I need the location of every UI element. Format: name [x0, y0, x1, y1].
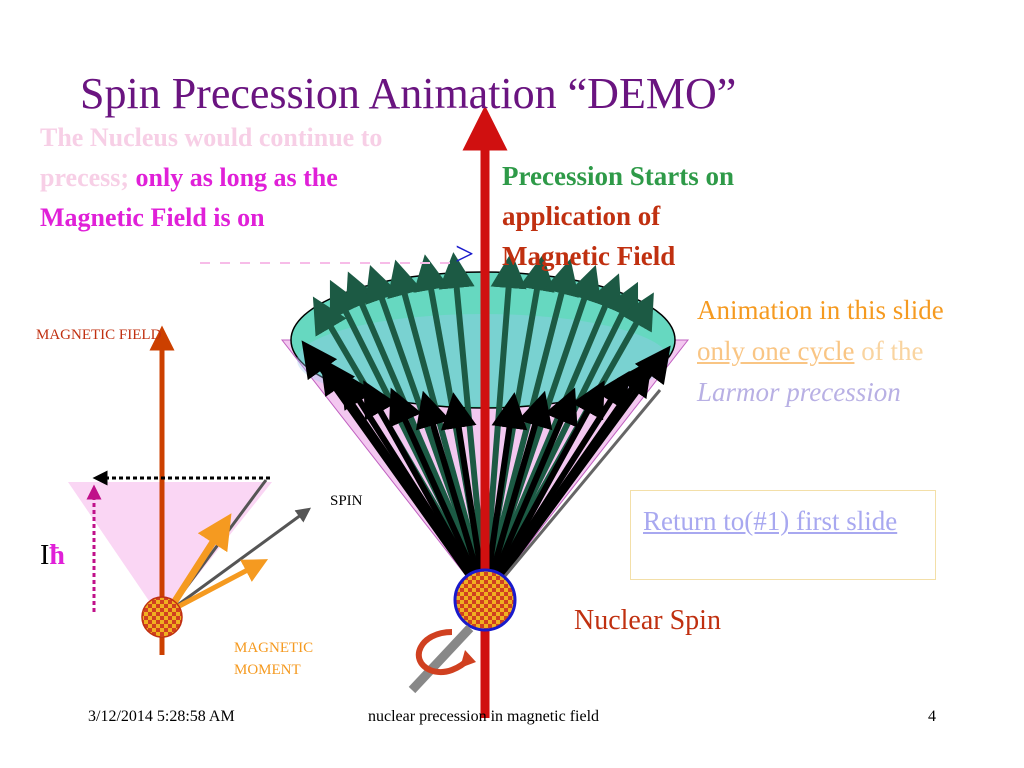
animation-note-a1: Animation in this slide	[697, 295, 944, 325]
slide-number: 4	[928, 708, 936, 725]
animation-note-a3: of the	[861, 336, 924, 366]
return-link-box: Return to(#1) first slide	[630, 490, 936, 580]
footer-title: nuclear precession in magnetic field	[368, 708, 600, 725]
magnetic-moment-label: MAGNETIC MOMENT	[234, 640, 314, 678]
rotation-arrow	[416, 629, 473, 676]
pointer-glyph: >	[455, 236, 475, 273]
precession-guide-line	[483, 389, 662, 601]
ih-label: Iħ	[40, 540, 65, 572]
lower-precession-arrows	[301, 340, 671, 600]
animation-note-a4: Larmor precession	[697, 377, 901, 407]
left-orange-arrow-2	[166, 559, 269, 615]
magnetic-field-label: MAGNETIC FIELD	[36, 327, 162, 343]
spin-axis-rod	[408, 624, 474, 694]
animation-note-link[interactable]: only one cycle	[697, 336, 855, 366]
precession-note-part2: application of Magnetic Field	[502, 201, 676, 271]
field-on-note: The Nucleus would continue to precess; o…	[40, 118, 420, 238]
field-on-note-strong: only as long as the Magnetic Field is on	[40, 163, 338, 232]
return-first-slide-link[interactable]: Return to(#1) first slide	[643, 506, 898, 536]
field-on-note-faint: The Nucleus would continue to precess;	[40, 123, 383, 192]
spin-label: SPIN	[330, 493, 363, 509]
left-orange-arrow-1	[165, 513, 232, 614]
nuclear-spin-label: Nuclear Spin	[574, 605, 721, 636]
nucleus-right	[453, 568, 517, 632]
animation-note: Animation in this slide only one cycle o…	[697, 290, 997, 413]
ih-hbar: ħ	[49, 540, 65, 571]
precession-start-note: Precession Starts on application of Magn…	[502, 156, 762, 276]
ih-i: I	[40, 540, 50, 571]
footer-date: 3/12/2014 5:28:58 AM	[88, 708, 235, 725]
left-spin-line	[167, 507, 312, 614]
precession-note-part1: Precession Starts on	[502, 161, 734, 191]
nucleus-left	[141, 596, 183, 638]
slide-title: Spin Precession Animation “DEMO”	[80, 69, 737, 118]
